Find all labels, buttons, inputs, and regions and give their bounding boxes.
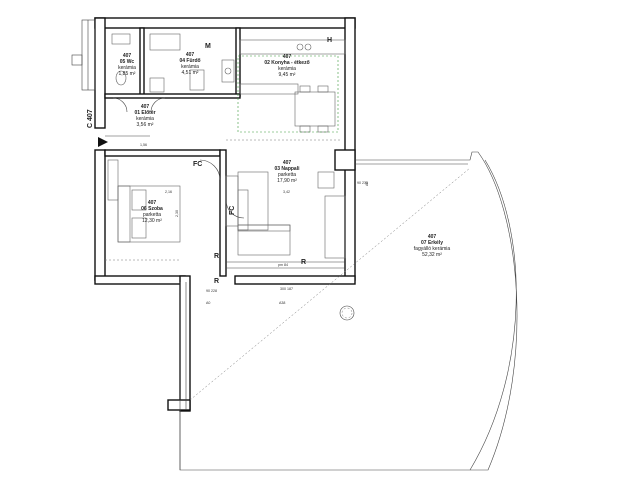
room-label-hall: 407 01 Előtér kerámia 3,56 m² [134, 104, 155, 128]
dim-label: 300 187 [280, 287, 293, 291]
room-area: 3,56 m² [137, 122, 154, 128]
fixtures [111, 33, 346, 133]
room-unit: 407 [283, 54, 292, 60]
mark-r-2: R [301, 259, 306, 266]
dim-label: 1,56 [140, 143, 147, 147]
dim-label: 2,16 [165, 190, 172, 194]
room-area: 52,32 m² [422, 252, 442, 258]
room-name: 01 Előtér [134, 110, 155, 116]
dim-label: A0 [365, 182, 369, 186]
dim-label: A0 [206, 301, 210, 305]
mark-h: H [327, 37, 332, 44]
room-area: 4,51 m² [182, 70, 199, 76]
room-floor: kerámia [278, 66, 296, 72]
room-label-kitchen: 407 02 Konyha - étkező kerámia 9,45 m² [264, 54, 309, 78]
room-name: 05 Wc [120, 59, 135, 65]
room-floor: kerámia [136, 116, 154, 122]
room-unit: 407 [123, 53, 132, 59]
room-name: 03 Nappali [274, 166, 300, 172]
symbol-marks: M H FC FC R R R [193, 37, 332, 285]
room-unit: 407 [283, 160, 292, 166]
room-floor: kerámia [181, 64, 199, 70]
mark-m: M [205, 43, 211, 50]
entrance: C 407 [87, 109, 108, 147]
furniture [107, 159, 346, 259]
mark-fc-2: FC [229, 206, 236, 215]
mark-fc-1: FC [193, 161, 202, 168]
mark-r-3: R [214, 278, 219, 285]
dim-label: 3,42 [283, 190, 290, 194]
dim-label: A38 [279, 301, 285, 305]
dim-label: 90 230 [357, 181, 368, 185]
room-label-living: 407 03 Nappali parketta 17,90 m² [274, 160, 300, 184]
room-area: 12,30 m² [142, 218, 162, 224]
room-name: 04 Fürdő [179, 58, 200, 64]
room-area: 9,45 m² [279, 72, 296, 78]
dim-label: pm 84 [278, 263, 288, 267]
room-unit: 407 [428, 234, 437, 240]
room-name: 07 Erkély [421, 240, 443, 246]
room-area: 1,85 m² [119, 71, 136, 77]
mark-r-1: R [214, 253, 219, 260]
balcony-outline [179, 151, 518, 471]
room-name: 06 Szoba [141, 206, 163, 212]
room-floor: kerámia [118, 65, 136, 71]
room-unit: 407 [141, 104, 150, 110]
walls [94, 17, 356, 412]
room-label-bedroom: 407 06 Szoba parketta 12,30 m² [141, 200, 163, 224]
room-floor: parketta [278, 172, 296, 178]
room-floor: parketta [143, 212, 161, 218]
room-name: 02 Konyha - étkező [264, 60, 309, 66]
room-area: 17,90 m² [277, 178, 297, 184]
room-label-wc: 407 05 Wc kerámia 1,85 m² [118, 53, 136, 77]
dim-label: 90 228 [206, 289, 217, 293]
left-annex [71, 19, 96, 91]
entrance-label: C 407 [87, 109, 94, 128]
room-unit: 407 [186, 52, 195, 58]
room-label-bath: 407 04 Fürdő kerámia 4,51 m² [179, 52, 200, 76]
dimensions: 1,56 2,16 3,42 2,30 pm 84 A0 A38 A0 90 2… [140, 143, 369, 305]
room-label-balcony: 407 07 Erkély fagyálló kerámia 52,32 m² [414, 234, 451, 258]
room-unit: 407 [148, 200, 157, 206]
doors [105, 97, 345, 269]
dim-label: 2,30 [175, 210, 179, 217]
room-floor: fagyálló kerámia [414, 246, 451, 252]
